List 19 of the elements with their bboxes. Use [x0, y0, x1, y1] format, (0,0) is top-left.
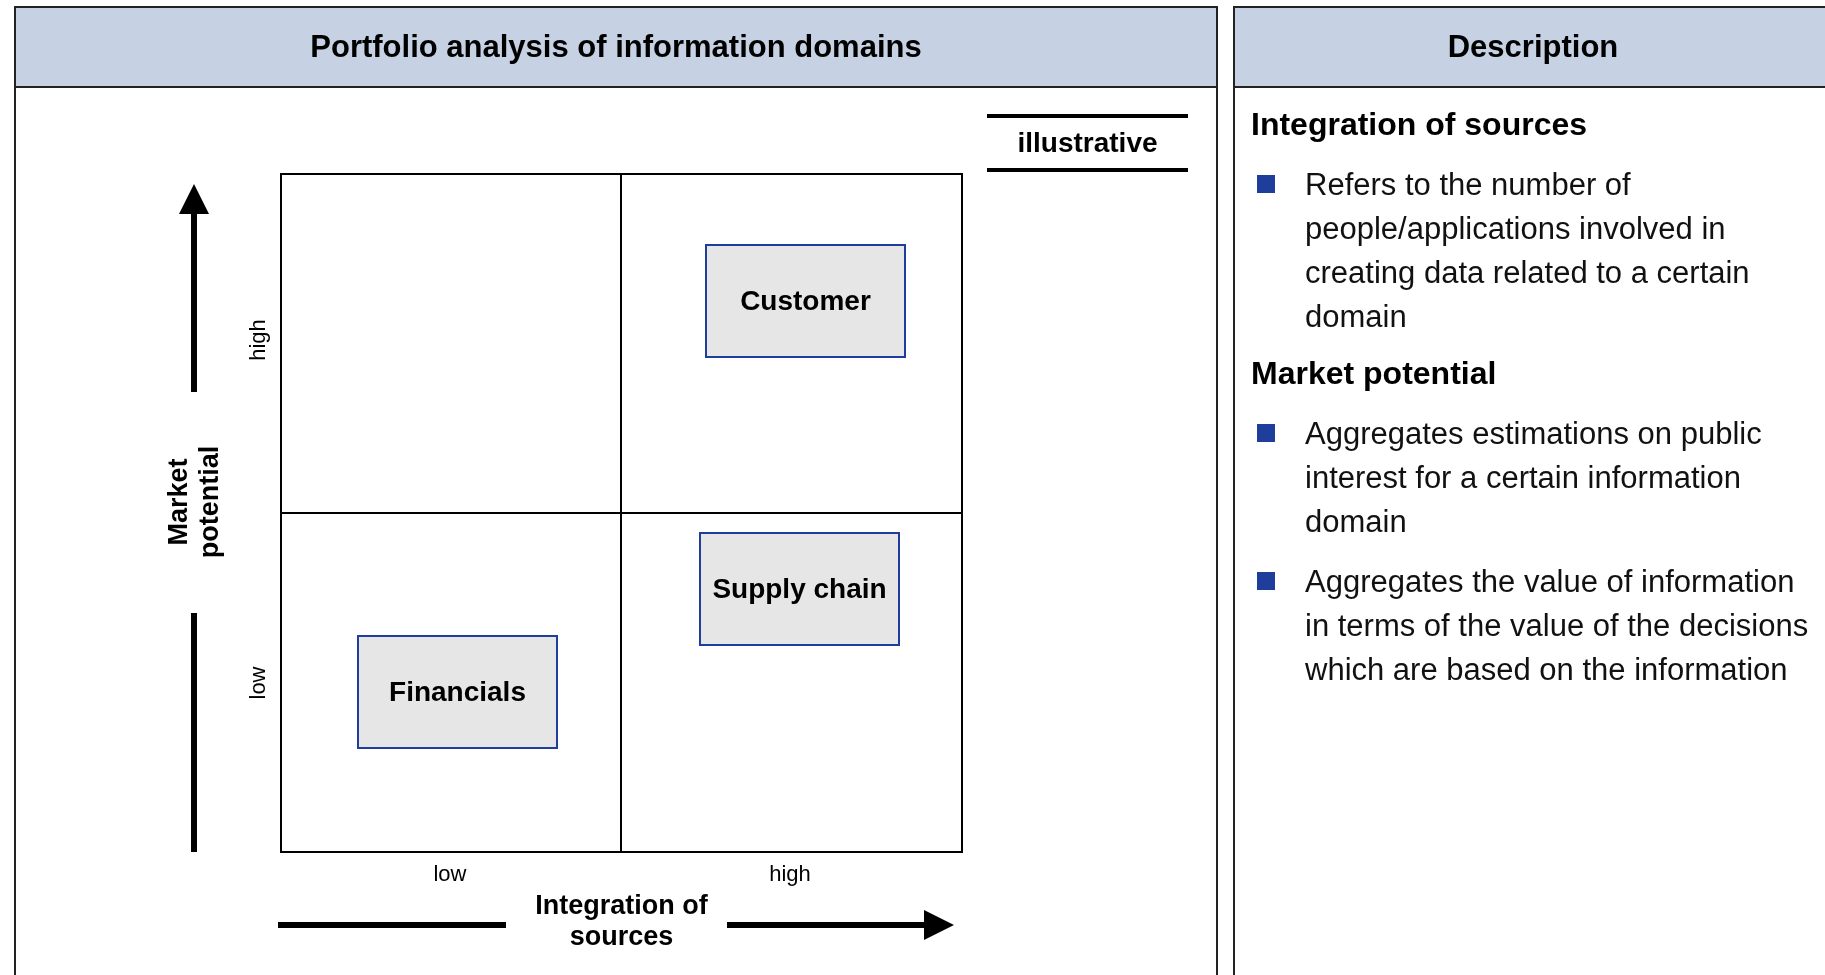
bullet-text: Aggregates estimations on public interest for a certain information domain [1305, 415, 1763, 541]
axis-title: Market potential [162, 444, 225, 561]
domain-box: Supply chain [699, 532, 900, 646]
section-heading: Integration of sources [1251, 106, 1589, 143]
description-panel [1233, 6, 1825, 975]
panel-header: Description [1235, 8, 1825, 88]
bullet-text: Refers to the number of people/applications involved in creating data related to a certain domain [1305, 166, 1751, 336]
panel-header: Portfolio analysis of information domains [16, 8, 1216, 88]
domain-box: Customer [705, 244, 906, 358]
axis-tick-label: high [768, 861, 812, 887]
section-heading: Market potential [1251, 355, 1498, 392]
domain-box: Financials [357, 635, 558, 749]
axis-tick-label: high [245, 319, 271, 361]
label-tag: illustrative [987, 114, 1188, 172]
chart-panel [14, 6, 1218, 975]
axis-title: Integration of sources [534, 890, 709, 953]
axis-tick-label: low [245, 666, 271, 700]
bullet-text: Aggregates the value of information in terms of the value of the decisions which are based on the information [1305, 563, 1810, 689]
axis-tick-label: low [432, 861, 468, 887]
